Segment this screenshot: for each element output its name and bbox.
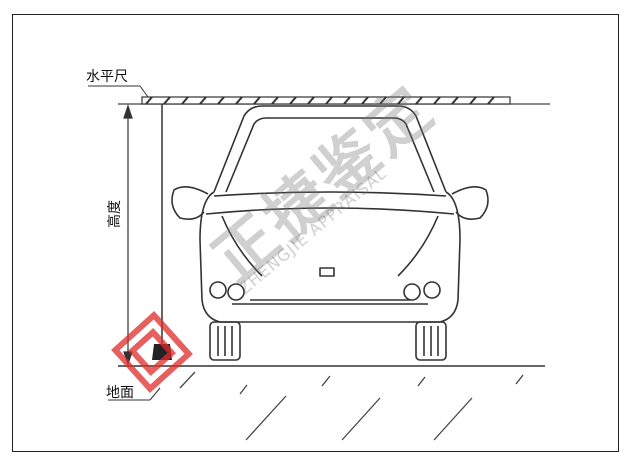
level-ruler (141, 96, 511, 105)
height-label: 高度 (107, 200, 123, 228)
height-dimension-arrow (123, 104, 133, 366)
diagram-frame (12, 14, 619, 452)
car (171, 105, 489, 361)
watermark-logo (111, 311, 193, 393)
ground-label: 地面 (106, 385, 134, 401)
ground-hatching (179, 371, 524, 441)
level-ruler-label: 水平尺 (86, 69, 128, 85)
